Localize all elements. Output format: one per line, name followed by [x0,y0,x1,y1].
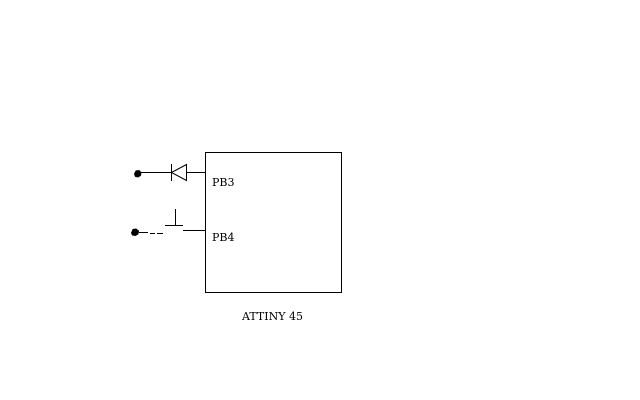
ground-blob-pb4 [130,228,140,237]
diode-icon [170,163,187,182]
diode-branch [133,163,206,182]
ground-blob-pb3 [133,169,142,178]
chip-body [205,152,342,293]
button-branch [130,209,206,237]
chip-name-label: ATTINY 45 [241,310,303,323]
pin-label-pb4: PB4 [212,231,234,244]
pin-label-pb3: PB3 [212,176,234,189]
